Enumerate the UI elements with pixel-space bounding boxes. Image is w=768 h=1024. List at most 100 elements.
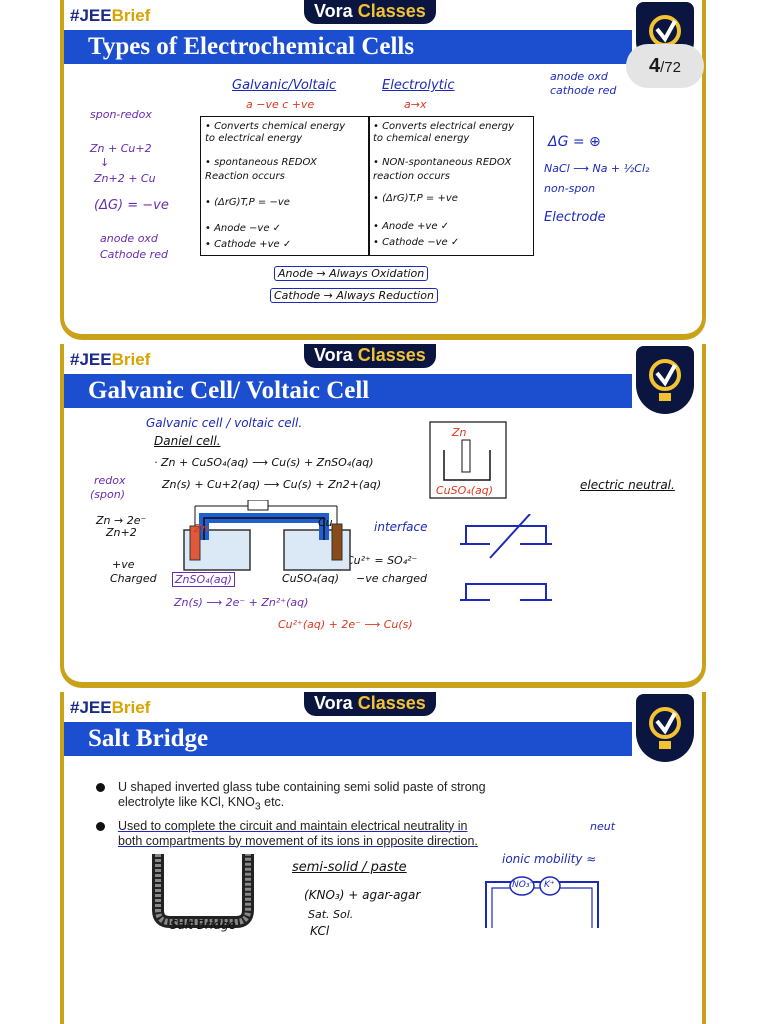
beaker-metal-label: Zn [452, 426, 467, 439]
sat-sol-label: Sat. Sol. [308, 908, 353, 921]
ionic-mobility-diagram [478, 874, 608, 930]
vora-text: Vora [314, 693, 353, 713]
note-zn2-cu: Zn+2 + Cu [94, 172, 156, 185]
daniel-cell-diagram [164, 500, 364, 576]
note-cathode-red: Cathode red [100, 248, 168, 261]
electrolytic-row: • Anode +ve ✓ [373, 221, 449, 233]
slide-electrochemical-cells: #JEEBrief Vora Classes Types of Electroc… [60, 0, 706, 340]
charged-label: Charged [110, 572, 157, 585]
page-current: 4 [649, 55, 660, 77]
galvanic-subheading: a −ve c +ve [246, 98, 314, 111]
semi-solid-label: semi-solid / paste [292, 860, 407, 875]
electrolytic-row: to chemical energy [373, 133, 469, 145]
galvanic-row: • spontaneous REDOX [205, 157, 317, 169]
kno3-agar-label: (KNO₃) + agar-agar [304, 888, 420, 902]
bullet1-tail: etc. [261, 795, 285, 809]
bullet-item: U shaped inverted glass tube containing … [92, 780, 592, 815]
note-delta-g-positive: ΔG = ⊕ [548, 134, 601, 150]
bullet1-line1: U shaped inverted glass tube containing … [118, 780, 486, 794]
vora-classes-badge: Vora Classes [304, 344, 436, 368]
tag-hash: #JEE [70, 6, 112, 25]
salt-bridge-sketches [460, 514, 580, 614]
vora-logo-icon [636, 694, 694, 762]
table-divider [368, 117, 370, 255]
tag-brief: Brief [112, 6, 151, 25]
note-cathode-red-right: cathode red [550, 84, 616, 97]
tag-brief: Brief [112, 698, 151, 717]
vora-logo-icon [636, 346, 694, 414]
cathode-half-equation: Cu²⁺(aq) + 2e⁻ ⟶ Cu(s) [278, 618, 413, 631]
electrolytic-heading: Electrolytic [382, 78, 455, 93]
galvanic-row: • Anode −ve ✓ [205, 223, 281, 235]
page-counter: 4/72 [626, 44, 704, 88]
tag-brief: Brief [112, 350, 151, 369]
slide-title: Types of Electrochemical Cells [64, 30, 632, 64]
neut-note: neut [590, 820, 615, 833]
note-anode-oxd-right: anode oxd [550, 70, 608, 83]
slide-title: Galvanic Cell/ Voltaic Cell [64, 374, 632, 408]
note-anode-oxd: anode oxd [100, 232, 158, 245]
bullet2-line1: Used to complete the circuit and maintai… [118, 819, 467, 833]
comparison-table: • Converts chemical energy to electrical… [200, 116, 534, 256]
classes-text: Classes [358, 1, 426, 21]
note-nacl: NaCl ⟶ Na + ½Cl₂ [544, 162, 649, 175]
interface-label: interface [374, 520, 428, 534]
zn2-label: Zn+2 [106, 526, 137, 539]
bullet-item: Used to complete the circuit and maintai… [92, 819, 592, 849]
galvanic-row: • (ΔrG)T,P = −ve [205, 197, 290, 209]
beaker-solution-label: CuSO₄(aq) [436, 484, 493, 497]
spon-label: (spon) [90, 488, 125, 501]
salt-bridge-bullets: U shaped inverted glass tube containing … [92, 780, 592, 853]
note-arrow: ↓ [100, 156, 109, 169]
vora-classes-badge: Vora Classes [304, 692, 436, 716]
slide-salt-bridge: #JEEBrief Vora Classes Salt Bridge U sha… [60, 692, 706, 1024]
electrolytic-row: • Converts electrical energy [373, 121, 514, 133]
electrolytic-row: • Cathode −ve ✓ [373, 237, 459, 249]
note-non-spon: non-spon [544, 182, 595, 195]
galvanic-row: Reaction occurs [205, 171, 285, 183]
positive-charged-label: +ve [112, 558, 135, 571]
jeebrief-tag: #JEEBrief [70, 6, 150, 26]
no3-ion: NO₃⁻ [512, 880, 534, 890]
electrolytic-row: • (ΔrG)T,P = +ve [373, 193, 458, 205]
classes-text: Classes [358, 693, 426, 713]
tag-hash: #JEE [70, 698, 112, 717]
k-ion: K⁺ [544, 880, 555, 890]
classes-text: Classes [358, 345, 426, 365]
electrolytic-subheading: a→x [404, 98, 426, 111]
electric-neutral-label: electric neutral. [580, 478, 675, 492]
ionic-mobility-label: ionic mobility ≈ [502, 852, 596, 866]
tag-hash: #JEE [70, 350, 112, 369]
anode-rule: Anode → Always Oxidation [274, 266, 428, 281]
electrolytic-row: • NON-spontaneous REDOX [373, 157, 511, 169]
slide-galvanic-cell: #JEEBrief Vora Classes Galvanic Cell/ Vo… [60, 344, 706, 688]
daniel-cell-note: Daniel cell. [154, 434, 221, 448]
vora-classes-badge: Vora Classes [304, 0, 436, 24]
reaction-1: · Zn + CuSO₄(aq) ⟶ Cu(s) + ZnSO₄(aq) [154, 456, 374, 469]
note-delta-g: (ΔG) = −ve [94, 198, 169, 213]
cathode-rule: Cathode → Always Reduction [270, 288, 438, 303]
electrode-zn-label: Zn [194, 522, 209, 535]
salt-bridge-label: Salt Bridge [170, 918, 236, 932]
galvanic-row: to electrical energy [205, 133, 302, 145]
anode-half-equation: Zn(s) ⟶ 2e⁻ + Zn²⁺(aq) [174, 596, 308, 609]
note-electrode: Electrode [544, 210, 606, 225]
negative-charged-label: −ve charged [356, 572, 427, 585]
vora-text: Vora [314, 345, 353, 365]
galvanic-title-note: Galvanic cell / voltaic cell. [146, 416, 302, 430]
galvanic-heading: Galvanic/Voltaic [232, 78, 336, 93]
bullet2-line2: both compartments by movement of its ion… [118, 834, 478, 848]
jeebrief-tag: #JEEBrief [70, 698, 150, 718]
electrolytic-row: reaction occurs [373, 171, 450, 183]
note-zn-cu: Zn + Cu+2 [90, 142, 152, 155]
kcl-label: KCl [310, 924, 329, 938]
redox-label: redox [94, 474, 126, 487]
galvanic-row: • Converts chemical energy [205, 121, 345, 133]
vora-text: Vora [314, 1, 353, 21]
note-spon-redox: spon-redox [90, 108, 152, 121]
jeebrief-tag: #JEEBrief [70, 350, 150, 370]
reaction-2: Zn(s) + Cu+2(aq) ⟶ Cu(s) + Zn2+(aq) [162, 478, 381, 491]
electrode-cu-label: Cu [318, 516, 333, 529]
galvanic-row: • Cathode +ve ✓ [205, 239, 291, 251]
slide-title: Salt Bridge [64, 722, 632, 756]
